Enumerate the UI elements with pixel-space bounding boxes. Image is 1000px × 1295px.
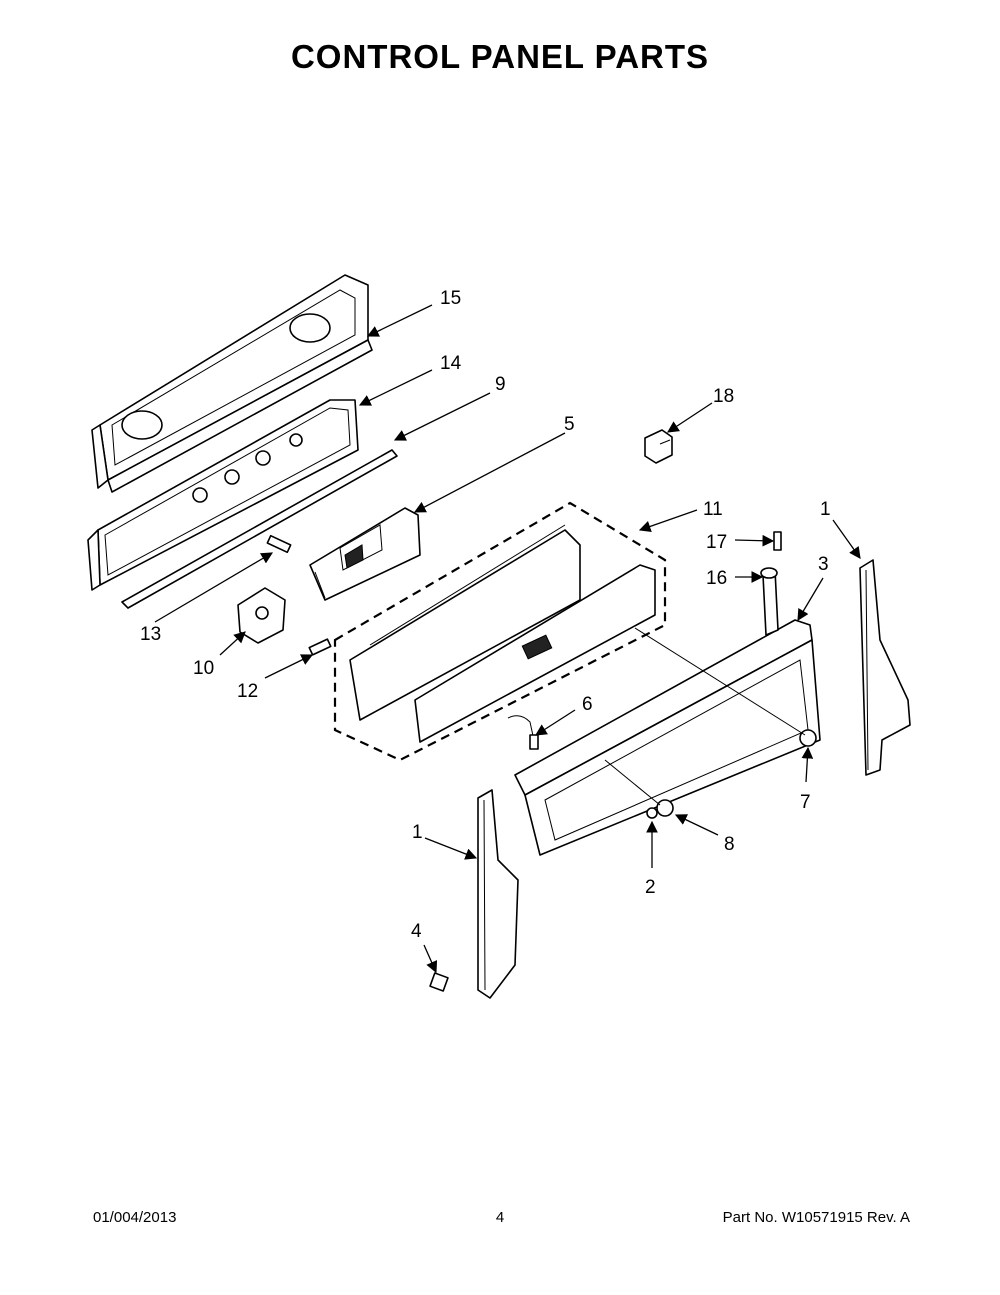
part-15-rear-cover (91, 274, 373, 493)
part-5-control-board (309, 507, 421, 601)
callout-3: 3 (818, 554, 829, 575)
part-13-screw (266, 534, 292, 554)
part-14-console (87, 399, 359, 591)
part-6-wire (507, 715, 539, 750)
part-7-knob (799, 729, 817, 747)
callout-1-right: 1 (820, 499, 831, 520)
footer-part-number: Part No. W10571915 Rev. A (722, 1209, 910, 1226)
callout-13: 13 (140, 624, 161, 645)
callout-7: 7 (800, 792, 811, 813)
part-11-panel-assembly (333, 501, 667, 762)
part-2-clip (646, 807, 658, 819)
part-9-strip (121, 449, 398, 609)
page-title: CONTROL PANEL PARTS (290, 38, 710, 75)
callout-2: 2 (645, 877, 656, 898)
callout-18: 18 (713, 386, 734, 407)
callout-14: 14 (440, 353, 462, 374)
callout-10: 10 (193, 658, 214, 679)
callout-9: 9 (495, 374, 506, 395)
part-16-bracket (760, 567, 779, 636)
part-18-relay (644, 429, 673, 464)
callout-1-left: 1 (412, 822, 423, 843)
part-1-right-end-cap (859, 559, 911, 776)
callout-4: 4 (411, 921, 422, 942)
part-8-knob (656, 799, 674, 817)
part-12-screw (308, 638, 332, 656)
callout-6: 6 (582, 694, 593, 715)
part-10-switch (237, 587, 286, 644)
callout-11: 11 (703, 499, 723, 520)
callout-15: 15 (440, 288, 461, 309)
callout-17: 17 (706, 532, 727, 553)
leader-lines (154, 304, 861, 974)
footer-page-number: 4 (495, 1209, 505, 1226)
part-4-screw (429, 972, 449, 992)
callout-12: 12 (237, 681, 258, 702)
footer-date: 01/004/2013 (93, 1209, 177, 1226)
callout-16: 16 (706, 568, 727, 589)
callout-5: 5 (564, 414, 575, 435)
callout-labels: 15 14 9 5 18 11 1 17 3 16 13 10 12 6 7 1… (140, 288, 831, 942)
part-17-screw (773, 531, 782, 551)
part-1-left-end-cap (477, 789, 519, 999)
callout-8: 8 (724, 834, 735, 855)
